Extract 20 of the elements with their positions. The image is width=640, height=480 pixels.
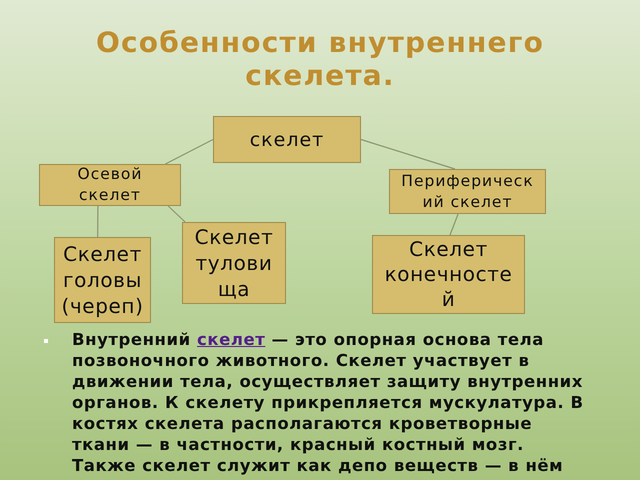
box-label: скелет: [250, 128, 324, 150]
concept-box: [213, 116, 361, 163]
box-label: Периферическ ий скелет: [400, 170, 535, 212]
box-label: Скелет тулови ща: [194, 224, 274, 302]
body-text: Внутренний скелет — это опорная основа тела позвоночного животного. Скелет участвует в движении тела, осуществляет защиту внутренних органов. К скелету прикрепляется мускулатура. В костях скелета располагаются кроветворные ткани — в частности, красный костный мозг. Также скелет служит как депо веществ — в нём: [72, 329, 585, 476]
slide-title: Особенности внутреннего скелета.: [94, 26, 546, 92]
box-label: Скелет конечносте й: [384, 237, 512, 312]
box-label: Скелет головы (череп): [61, 241, 144, 319]
connector-line: [360, 138, 456, 170]
link: скелет: [197, 330, 266, 349]
connector-line: [168, 206, 186, 222]
concept-box: [372, 235, 525, 314]
connector-line: [97, 206, 99, 237]
box-label: Осевой скелет: [78, 164, 142, 206]
connector-line: [449, 214, 459, 236]
concept-box: [182, 222, 286, 304]
connector-line: [165, 138, 214, 165]
concept-box: [39, 164, 181, 206]
concept-box: [54, 237, 151, 323]
concept-box: [389, 169, 546, 214]
